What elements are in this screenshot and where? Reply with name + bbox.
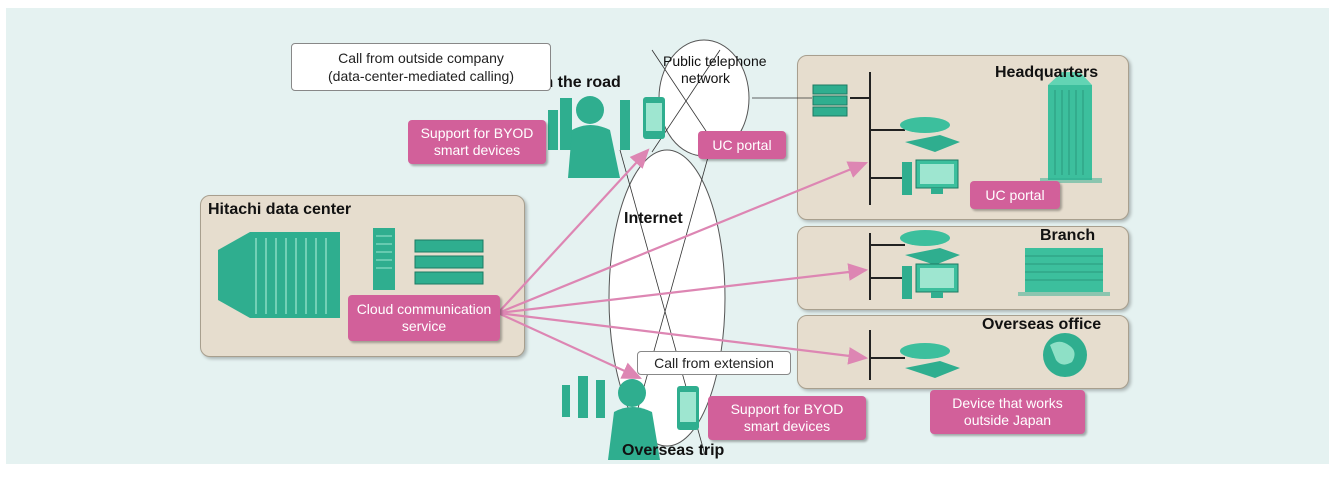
desk-phone-icon [900,230,960,265]
label-line-1: Support for BYOD [730,401,844,417]
callout-line: Call from extension [654,355,774,371]
byod-support-road-label: Support for BYOD smart devices [408,120,546,164]
desk-phone-icon [900,343,960,378]
label-line: UC portal [985,186,1045,203]
uc-portal-hq-label: UC portal [970,181,1060,209]
hq-lan [850,72,905,205]
pstn-label-line1: Public telephone [663,53,767,69]
device-works-outside-japan-label: Device that works outside Japan [930,390,1085,434]
label-line-2: service [401,318,447,334]
pc-icon [902,159,959,195]
label-line-2: smart devices [433,142,521,158]
call-from-outside-callout: Call from outside company (data-center-m… [291,43,551,91]
smartphone-icon [643,97,665,139]
byod-support-trip-label: Support for BYOD smart devices [708,396,866,440]
label-line-2: outside Japan [963,412,1052,428]
on-the-road-label: On the road [531,74,621,91]
callout-line-1: Call from outside company [338,50,504,66]
overseas-trip-label: Overseas trip [622,442,725,459]
callout-line-2: (data-center-mediated calling) [328,68,514,84]
internet-label: Internet [624,210,683,227]
label-line-1: Support for BYOD [420,125,534,141]
person-on-phone-icon [568,96,620,178]
smartphone-icon [677,386,699,430]
hq-building-icon [1040,72,1102,183]
connection-arrows [497,148,869,380]
pbx-icon [812,84,848,117]
label-line-2: smart devices [743,418,831,434]
overseas-office-title: Overseas office [982,316,1102,333]
overseas-lan [869,330,905,380]
city-silhouette-icon [562,376,605,418]
uc-portal-road-label: UC portal [698,131,786,159]
headquarters-title: Headquarters [995,64,1099,81]
branch-lan [869,233,905,300]
pstn-label-line2: network [681,70,731,86]
label-line-1: Cloud communication [356,301,492,317]
branch-building-icon [1018,248,1110,296]
desk-phone-icon [900,117,960,152]
globe-icon [1043,333,1087,377]
call-from-extension-callout: Call from extension [637,351,791,375]
cloud-communication-service-label: Cloud communication service [348,295,500,341]
datacenter-building-icon [218,232,340,318]
city-silhouette-icon [548,98,630,150]
person-on-phone-icon [608,379,660,460]
pc-icon [902,263,959,299]
hitachi-data-center-title: Hitachi data center [208,201,352,218]
label-line: UC portal [712,136,772,153]
server-tower-icon [373,228,395,290]
branch-title: Branch [1040,227,1096,244]
label-line-1: Device that works [952,395,1063,411]
rack-server-icon [414,239,484,285]
